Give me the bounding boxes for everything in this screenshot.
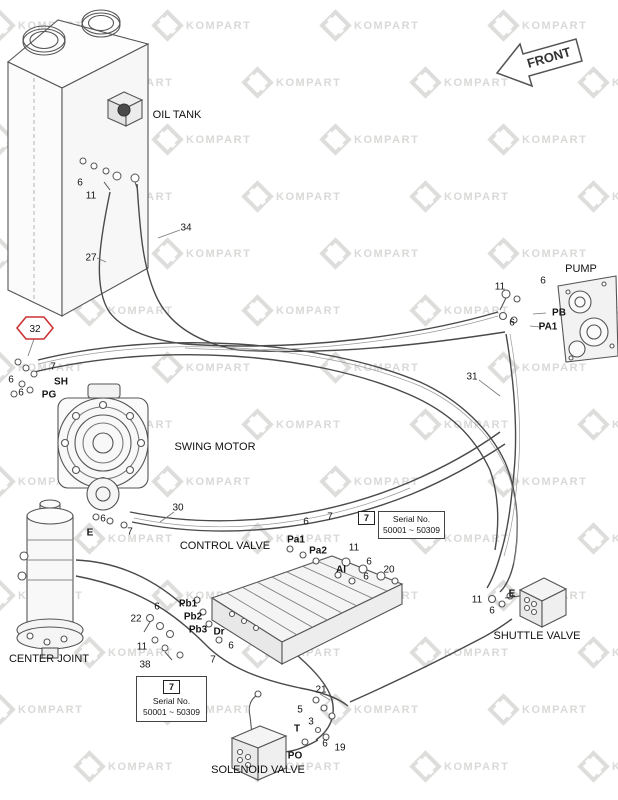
serial-note-ref: 7	[162, 680, 180, 694]
part-balloon-32[interactable]: 32	[15, 316, 55, 340]
swing-motor-drawing	[57, 383, 149, 529]
serial-note-text: Serial No.50001 ~ 50309	[378, 511, 445, 540]
tank-fittings	[79, 157, 140, 191]
solenoid-valve-drawing	[230, 690, 336, 781]
control-valve-drawing	[193, 545, 404, 665]
shuttle-valve-drawing	[487, 577, 568, 628]
front-arrow: FRONT	[495, 38, 583, 88]
pb-fittings	[143, 614, 184, 661]
oil-tank-drawing	[6, 9, 150, 317]
serial-note-ref: 7	[358, 511, 376, 525]
part-balloon-32-label: 32	[29, 324, 41, 335]
sh-pg-fittings	[10, 358, 38, 398]
center-joint-drawing	[16, 499, 84, 659]
serial-note-text: Serial No.50001 ~ 50309	[143, 696, 200, 719]
pump-drawing	[498, 275, 618, 363]
